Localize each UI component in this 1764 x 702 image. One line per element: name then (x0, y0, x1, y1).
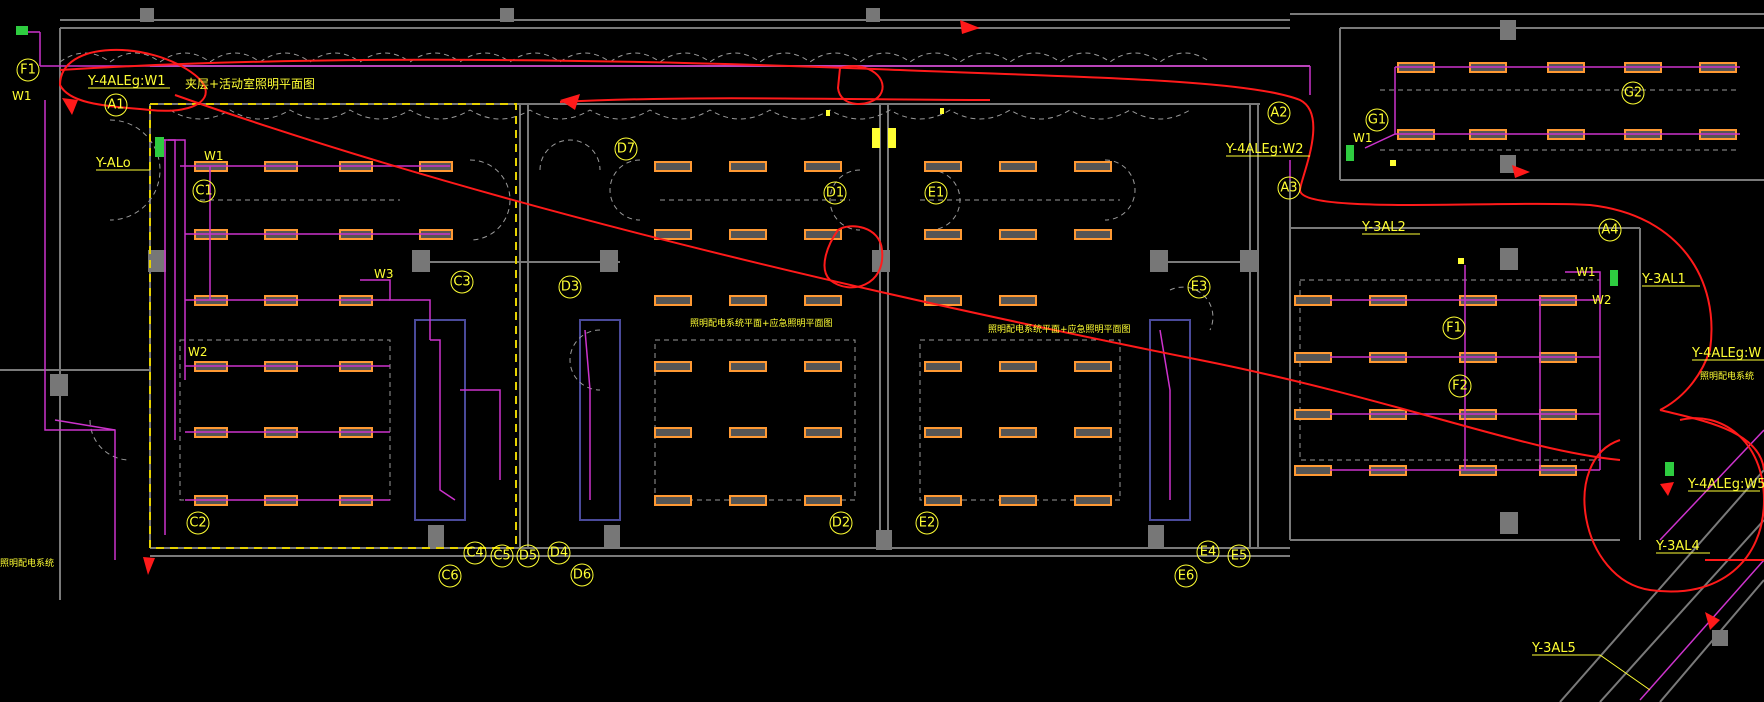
marker-e4: E4 (1200, 545, 1217, 560)
marker-d7: D7 (617, 142, 635, 157)
yellow-symbols (826, 108, 1464, 264)
label-panel-3al5: Y-3AL5 (1531, 641, 1576, 656)
label-circuit-w1-a: W1 (204, 149, 224, 163)
marker-d6: D6 (573, 568, 591, 583)
panel-3al1 (1610, 270, 1618, 286)
marker-d3: D3 (561, 280, 579, 295)
marker-d2: D2 (832, 516, 850, 531)
marker-g2: G2 (1624, 86, 1642, 101)
panel-alo (155, 137, 164, 157)
marker-e5: E5 (1231, 549, 1248, 564)
marker-g1: G1 (1368, 113, 1386, 128)
marker-a4: A4 (1601, 223, 1618, 238)
marker-a1: A1 (107, 98, 124, 113)
label-title-center-right: 照明配电系统平面+应急照明平面图 (988, 323, 1131, 335)
grid-marker-labels: F1 A1 A2 A3 A4 C1 C2 C3 C4 C5 C6 D1 D2 D… (20, 63, 1642, 584)
label-panel-right-low: Y-4ALEg:W5 (1687, 477, 1764, 492)
grid-markers (16, 58, 1645, 588)
label-title-center-left: 照明配电系统平面+应急照明平面图 (690, 317, 833, 329)
marker-d1: D1 (826, 186, 844, 201)
label-note-right: 照明配电系统 (1700, 370, 1754, 382)
label-panel-alo: Y-ALo (95, 156, 131, 171)
label-circuit-w3: W3 (374, 267, 394, 281)
distribution-panels (16, 26, 1674, 476)
label-panel-a2: Y-4ALEg:W2 (1225, 142, 1303, 157)
marker-c5: C5 (493, 549, 510, 564)
label-circuit-w1-g: W1 (1353, 131, 1373, 145)
marker-a2: A2 (1270, 106, 1287, 121)
label-panel-3al1: Y-3AL1 (1641, 272, 1686, 287)
panel-top-left (16, 26, 28, 35)
structural-columns (50, 8, 1728, 646)
marker-f1-right: F1 (1446, 321, 1462, 336)
marker-c6: C6 (441, 569, 458, 584)
marker-d4: D4 (550, 546, 568, 561)
label-circuit-w2-a: W2 (188, 345, 208, 359)
marker-c3: C3 (453, 275, 470, 290)
label-panel-3al4: Y-3AL4 (1655, 539, 1700, 554)
label-panel-right-mid: Y-4ALEg:W (1691, 346, 1761, 361)
marker-c1: C1 (195, 184, 212, 199)
marker-f2: F2 (1452, 379, 1468, 394)
marker-a3: A3 (1280, 181, 1297, 196)
label-note-left-bottom: 照明配电系统 (0, 557, 54, 569)
label-circuit-w1-f: W1 (1576, 265, 1596, 279)
red-arrow-markers (62, 20, 1720, 630)
marker-d5: D5 (519, 549, 537, 564)
label-circuit-w2-f: W2 (1592, 293, 1612, 307)
drawing-labels: Y-4ALEg:W1 Y-4ALEg:W2 Y-4ALEg:W Y-4ALEg:… (0, 74, 1764, 691)
marker-e3: E3 (1191, 280, 1208, 295)
marker-e1: E1 (928, 186, 945, 201)
marker-c4: C4 (466, 546, 483, 561)
label-panel-3al2: Y-3AL2 (1361, 220, 1406, 235)
marker-f1: F1 (20, 63, 36, 78)
marker-c2: C2 (189, 516, 206, 531)
highlight-area-box (149, 103, 517, 549)
label-title-top: 夹层+活动室照明平面图 (185, 76, 315, 91)
marker-e2: E2 (919, 516, 936, 531)
panel-g1 (1346, 145, 1354, 161)
red-markup-annotations (58, 49, 1764, 593)
panel-3al4 (1665, 462, 1674, 476)
label-circuit-w1-left: W1 (12, 89, 32, 103)
label-panel-a1: Y-4ALEg:W1 (87, 74, 165, 89)
marker-e6: E6 (1178, 569, 1195, 584)
